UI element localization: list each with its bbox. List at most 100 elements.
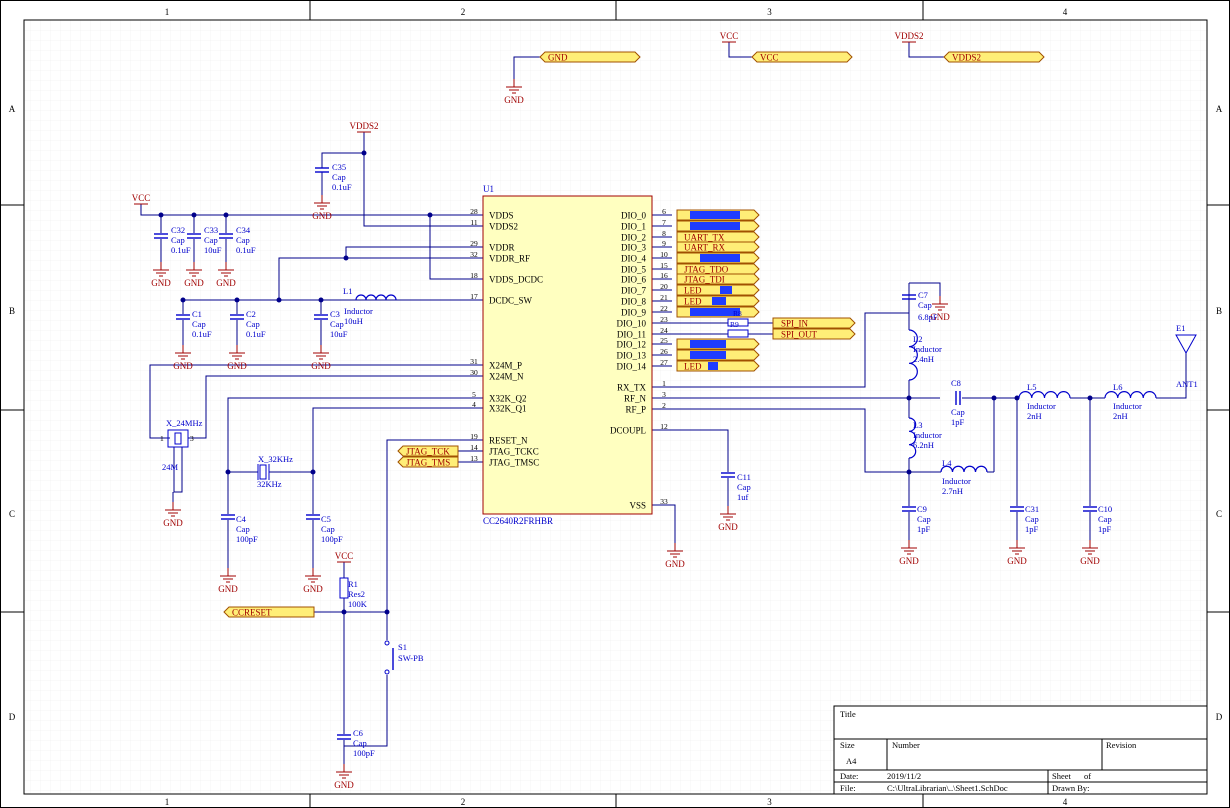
gnd-label: GND [227,361,247,371]
capacitor-symbol [337,734,351,740]
wire [672,429,729,472]
e1-ref-label: E1 [1176,323,1185,333]
column-marker: 2 [461,7,466,17]
title-block-drawn-by-label: Drawn By: [1052,783,1090,793]
gnd-label: GND [216,278,236,288]
gnd-symbol: GND [303,568,323,594]
wire [652,504,676,543]
c32-ref-label: C32 [171,225,185,235]
redaction-mark [690,211,740,219]
l1-type-label: Inductor [344,306,373,316]
ic-pin-name: VDDR_RF [489,254,530,264]
capacitor-symbol [154,233,168,239]
ic-pin-name: VSS [629,501,646,511]
vdds2-label: VDDS2 [349,121,378,131]
ic-pin-name: JTAG_TCKC [489,447,539,457]
r8-ref: R8 [733,309,742,318]
x24-ref: X_24MHz [166,418,203,428]
net-port-vcc: VCC [751,51,853,63]
ic-pin-number: 14 [470,443,478,452]
gnd-label: GND [899,556,919,566]
c31-ref-label: C31 [1025,504,1039,514]
capacitor-symbol [230,314,244,320]
l5-val-label: 2nH [1027,411,1042,421]
gnd-label: GND [303,584,323,594]
gnd-symbol: GND [216,262,236,288]
title-block-date-value: 2019/11/2 [887,771,921,781]
ic-pin-number: 4 [472,400,476,409]
ic-pin-number: 28 [470,207,478,216]
dio-port: JTAG_TDO [676,263,760,275]
wire [672,408,909,473]
title-block-title-label: Title [840,709,856,719]
ic-pin-name: VDDS_DCDC [489,275,543,285]
c1-val-label: 0.1uF [192,329,212,339]
ic-pin-name: X24M_P [489,361,522,371]
l6-ref-label: L6 [1113,382,1122,392]
c5-type-label: Cap [321,524,335,534]
ic-pin-number: 11 [470,218,477,227]
c11-ref-label: C11 [737,472,751,482]
ic-pin-name: DIO_8 [621,297,646,307]
r1-val-label: 100K [348,599,368,609]
c35-val-label: 0.1uF [332,182,352,192]
capacitor-symbol [955,391,961,405]
c31-type-label: Cap [1025,514,1039,524]
power-symbol-vcc: VCC [720,31,738,43]
gnd-label: GND [504,95,524,105]
c1-ref-label: C1 [192,309,202,319]
switch-contact [384,669,390,675]
c11-type-label: Cap [737,482,751,492]
dio-port: UART_TX [676,231,760,243]
l4-type-label: Inductor [942,476,971,486]
capacitor-symbol [902,506,916,512]
ic-pin-number: 16 [660,271,668,280]
c7-type-label: Cap [918,300,932,310]
capacitor-symbol [176,314,190,320]
spi_out-port-label: SPI_OUT [781,330,818,340]
redaction-mark [712,297,726,305]
wire [345,246,463,259]
ic-pin-name: DIO_12 [617,340,647,350]
wire [1156,353,1187,399]
led1-label: LED [684,286,702,296]
wire [227,397,463,472]
wire [909,282,941,296]
uart_tx-label: UART_TX [684,233,725,243]
ic-pin-name: VDDS [489,211,514,221]
gnd-label: GND [163,518,183,528]
gnd-label: GND [334,780,354,790]
l2-ref-label: L2 [913,334,922,344]
ic-pin-number: 15 [660,261,668,270]
c9-ref-label: C9 [917,504,927,514]
wire [728,42,752,58]
ic-pin-name: DCOUPL [610,426,646,436]
ic-pin-number: 5 [472,390,476,399]
l6-val-label: 2nH [1113,411,1128,421]
c6-type-label: Cap [353,738,367,748]
title-block-size-label: Size [840,740,855,750]
gnd-label: GND [311,361,331,371]
redaction-mark [690,308,740,316]
c4-type-label: Cap [236,524,250,534]
r9-ref: R9 [730,320,739,329]
ic-pin-number: 21 [660,293,668,302]
resistor-r9 [727,318,749,327]
wire [513,56,540,79]
c9-type-label: Cap [917,514,931,524]
gnd-symbol: GND [930,296,950,322]
ic-pin-name: DIO_1 [621,222,646,232]
row-marker: C [1216,509,1222,519]
gnd-symbol: GND [899,540,919,566]
ic-pin-number: 32 [470,250,478,259]
gnd-symbol: GND [665,543,685,569]
column-marker: 3 [767,797,772,807]
title-block-file-value: C:\UltraLibrarian\..\Sheet1.SchDoc [887,783,1008,793]
c34-ref-label: C34 [236,225,251,235]
c32-type-label: Cap [171,235,185,245]
led3-label: LED [684,362,702,372]
title-block-sheet-label: Sheet [1052,771,1072,781]
switch-contact [384,640,390,646]
redaction-mark [690,340,726,348]
